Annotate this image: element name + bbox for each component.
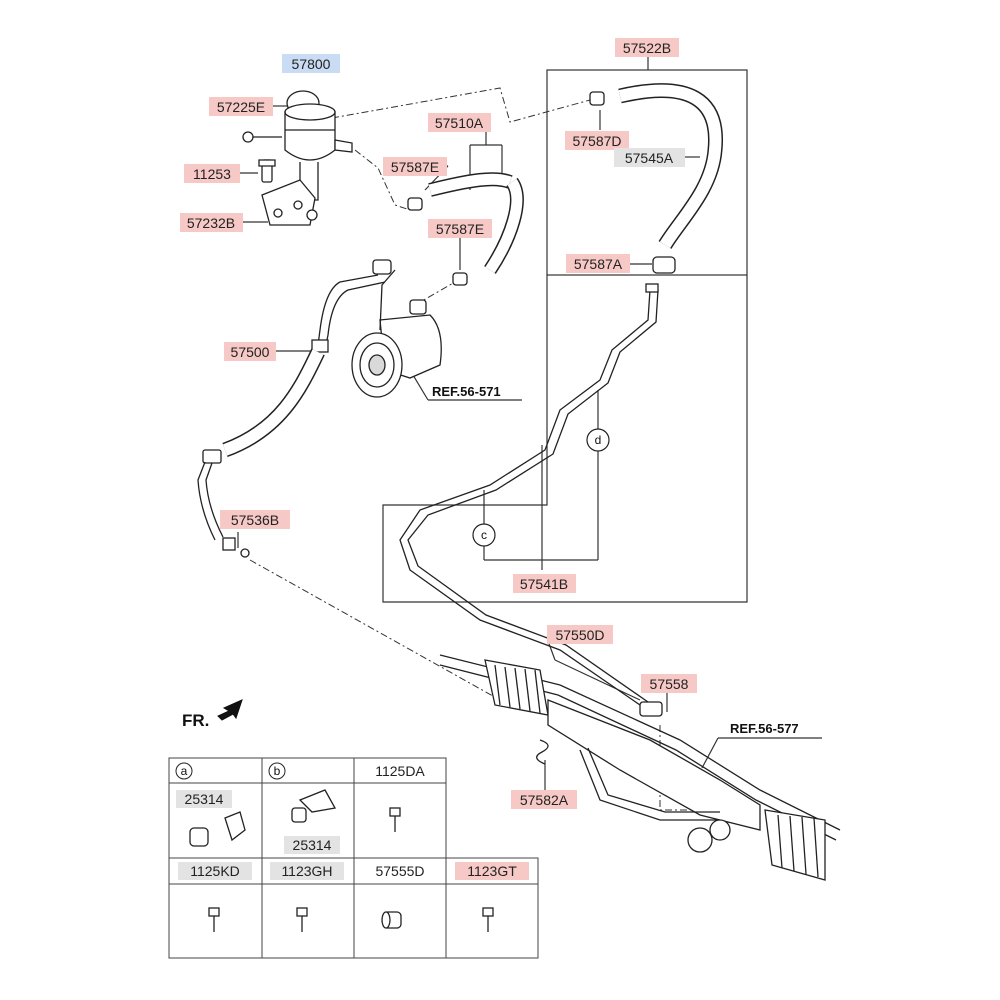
svg-text:FR.: FR. xyxy=(182,711,209,730)
table-header-1123GH: 1123GH xyxy=(281,863,332,879)
svg-text:57587A: 57587A xyxy=(574,256,623,272)
callout-57550D: 57550D xyxy=(547,625,613,644)
svg-text:57545A: 57545A xyxy=(625,150,674,166)
table-header-1125DA: 1125DA xyxy=(375,763,425,779)
callout-57500: 57500 xyxy=(224,342,276,361)
circle-mark-d-text: d xyxy=(595,433,602,447)
group-box-lower xyxy=(382,275,748,603)
return-tube-57541B xyxy=(399,283,663,717)
circle-mark-d: d xyxy=(586,428,610,452)
power-steering-pump xyxy=(351,259,442,398)
svg-text:REF.56-571: REF.56-571 xyxy=(432,384,501,399)
table-mark-b: b xyxy=(274,764,281,778)
table-cell-b-part: 25314 xyxy=(293,837,332,853)
callout-57582A: 57582A xyxy=(511,790,577,809)
callout-57541B: 57541B xyxy=(513,574,576,593)
hose-57545A xyxy=(589,83,724,274)
steering-gear-rack xyxy=(439,654,841,881)
group-box-upper xyxy=(546,69,748,276)
svg-text:57522B: 57522B xyxy=(623,40,671,56)
callout-11253: 11253 xyxy=(184,164,240,183)
svg-text:57558: 57558 xyxy=(650,676,689,692)
svg-text:57587E: 57587E xyxy=(391,159,439,175)
ref-56-577: REF.56-577 xyxy=(730,721,799,736)
svg-text:57550D: 57550D xyxy=(555,627,604,643)
pressure-hose-57500 xyxy=(197,274,386,558)
table-header-57555D: 57555D xyxy=(375,863,424,879)
front-arrow-icon xyxy=(217,699,243,721)
callout-57587A: 57587A xyxy=(566,254,630,273)
callout-57225E: 57225E xyxy=(209,97,273,116)
table-header-1123GT: 1123GT xyxy=(467,863,517,879)
callout-57587E-upper: 57587E xyxy=(383,157,447,176)
front-direction-indicator: FR. xyxy=(182,699,243,730)
svg-text:11253: 11253 xyxy=(193,166,231,182)
bracket-57232B xyxy=(258,159,318,226)
svg-text:57587D: 57587D xyxy=(572,133,621,149)
callout-57587D: 57587D xyxy=(565,131,629,150)
callout-57536B: 57536B xyxy=(220,510,290,529)
table-cell-a-part: 25314 xyxy=(185,791,224,807)
svg-text:57510A: 57510A xyxy=(435,115,484,131)
svg-text:57800: 57800 xyxy=(292,56,331,72)
callout-57522B: 57522B xyxy=(615,38,679,57)
parts-table: a b 1125DA 25314 25314 1125KD 1123GH 575… xyxy=(168,757,539,959)
callout-57800: 57800 xyxy=(282,54,340,73)
svg-text:57536B: 57536B xyxy=(231,512,279,528)
svg-text:REF.56-577: REF.56-577 xyxy=(730,721,799,736)
svg-text:57582A: 57582A xyxy=(520,792,569,808)
table-header-1125KD: 1125KD xyxy=(190,863,240,879)
callout-57587E-lower: 57587E xyxy=(428,219,492,238)
ref-56-571: REF.56-571 xyxy=(432,384,501,399)
svg-text:57541B: 57541B xyxy=(520,576,568,592)
circle-mark-c: c xyxy=(472,523,496,547)
hose-57510A xyxy=(407,172,524,286)
circle-mark-c-text: c xyxy=(481,528,487,542)
callout-57545A: 57545A xyxy=(614,148,685,167)
callout-57510A: 57510A xyxy=(428,113,491,132)
callout-57558: 57558 xyxy=(641,674,697,693)
callout-57232B: 57232B xyxy=(180,213,243,232)
svg-text:57225E: 57225E xyxy=(217,99,265,115)
svg-text:57500: 57500 xyxy=(231,344,270,360)
svg-text:57232B: 57232B xyxy=(187,215,235,231)
table-mark-a: a xyxy=(181,764,188,778)
svg-text:57587E: 57587E xyxy=(436,221,484,237)
